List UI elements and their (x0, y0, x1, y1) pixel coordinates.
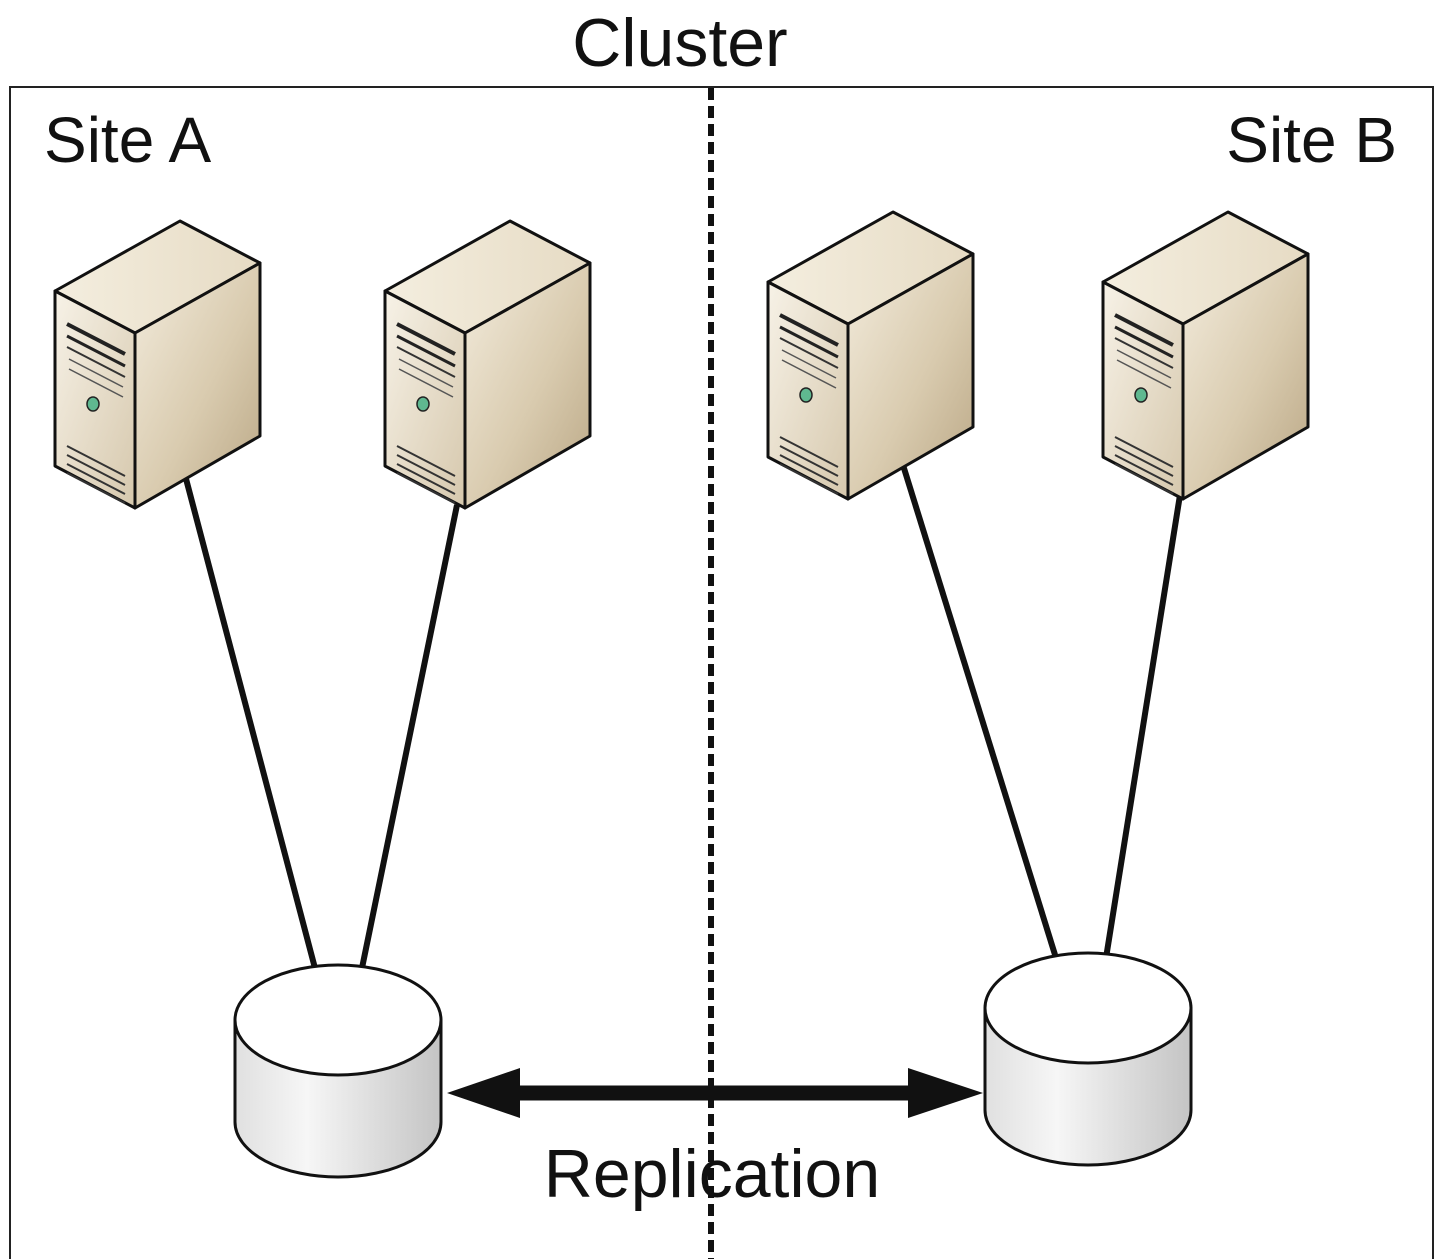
link-site-a-server-2-to-storage (359, 504, 460, 969)
server-tower-icon (1101, 210, 1310, 501)
arrowhead-left-icon (447, 1068, 520, 1118)
server-tower-icon (766, 210, 975, 501)
site-b-storage (983, 951, 1193, 1167)
replication-arrow (447, 1068, 983, 1118)
arrowhead-right-icon (908, 1068, 983, 1118)
site-a-label: Site A (44, 104, 212, 176)
site-b-server-1 (766, 210, 975, 501)
cluster-title: Cluster (572, 5, 787, 81)
link-site-b-server-1-to-storage (900, 464, 1059, 959)
link-site-a-server-1-to-storage (182, 474, 319, 973)
site-b-server-2 (1101, 210, 1310, 501)
server-tower-icon (53, 219, 262, 510)
site-a-server-2 (383, 219, 592, 510)
link-site-b-server-2-to-storage (1103, 494, 1183, 959)
site-a-server-1 (53, 219, 262, 510)
site-a-storage (233, 963, 443, 1179)
storage-disk-icon (983, 951, 1193, 1167)
storage-disk-icon (233, 963, 443, 1179)
site-b-label: Site B (1226, 104, 1397, 176)
server-tower-icon (383, 219, 592, 510)
cluster-boundary (9, 86, 1434, 1259)
